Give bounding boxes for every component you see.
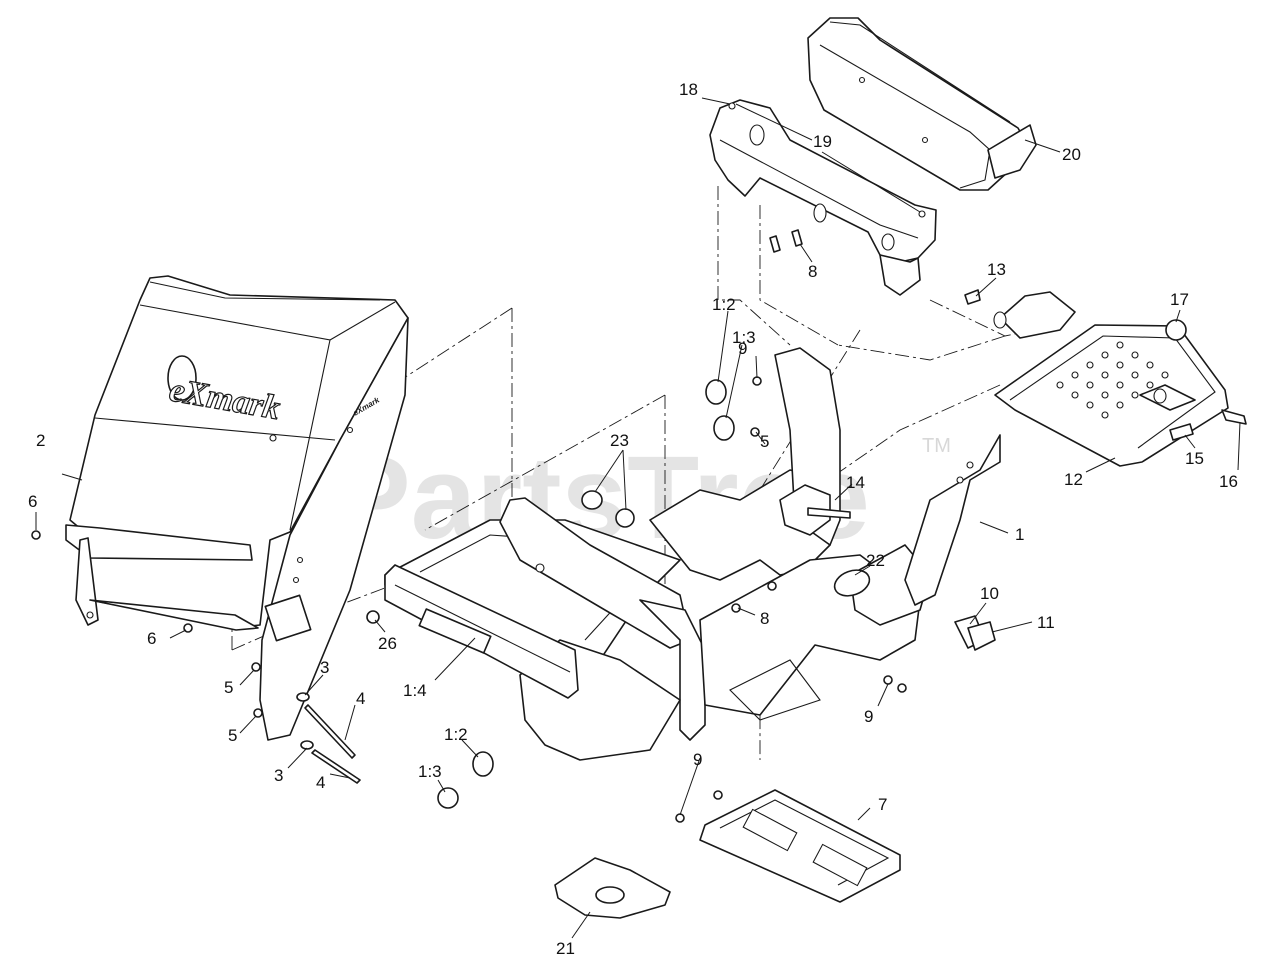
bumper-part-10-11[interactable] [954,615,996,651]
bushing-part-1-3-bottom[interactable] [437,787,459,809]
nuts-part-5[interactable] [251,427,760,718]
cap-part-26[interactable] [366,610,380,624]
callout-9-a: 9 [738,339,747,358]
callout-1-4: 1:4 [403,681,427,700]
callout-18: 18 [679,80,698,99]
shield-part-21[interactable] [554,857,671,919]
spring-part-15[interactable] [1169,423,1194,441]
callout-8-b: 8 [760,609,769,628]
control-module[interactable] [264,594,312,642]
callout-21: 21 [556,939,575,958]
callout-10: 10 [980,584,999,603]
callout-7: 7 [878,795,887,814]
control-side-panel[interactable]: eXmark [259,317,409,741]
foot-plate-holes [1056,341,1169,419]
bolts-part-4[interactable] [304,704,361,784]
seat-bracket-part-18[interactable] [709,99,937,296]
callout-1-2-b: 1:2 [444,725,468,744]
callout-12: 12 [1064,470,1083,489]
callout-15: 15 [1185,449,1204,468]
pins-part-8-lower[interactable] [731,581,777,613]
bushing-part-1-3-top[interactable] [713,415,735,441]
callout-9-b: 9 [693,750,702,769]
knob-part-17[interactable] [1165,319,1187,341]
callout-8-a: 8 [808,262,817,281]
pins-part-8-top[interactable] [769,229,803,253]
callout-1-3-a: 1:3 [732,328,756,347]
callout-1-3-b: 1:3 [418,762,442,781]
callout-5-c: 5 [228,726,237,745]
bushing-part-1-2-bottom[interactable] [472,751,494,777]
leader-lines [35,97,1241,939]
callout-20: 20 [1062,145,1081,164]
seat-part-20[interactable] [807,17,1037,191]
callout-6-a: 6 [28,492,37,511]
callout-1-2-a: 1:2 [712,295,736,314]
callout-4-b: 4 [316,773,325,792]
callout-11: 11 [1037,613,1055,632]
callout-labels: 18 19 20 8 13 17 9 1:2 1:3 5 23 14 12 15… [28,80,1238,958]
pin-part-16[interactable] [1221,409,1247,425]
bushing-part-1-2-top[interactable] [705,379,727,405]
main-frame-part-1[interactable] [384,347,1001,761]
washers-part-3[interactable] [296,692,314,750]
callout-26: 26 [378,634,397,653]
callout-23: 23 [610,431,629,450]
warning-decal [418,608,492,654]
foot-plate-part-12[interactable] [993,291,1229,467]
floor-plate-part-7[interactable] [699,789,901,903]
pin-part-13[interactable] [964,289,981,305]
callout-6-b: 6 [147,629,156,648]
callout-13: 13 [987,260,1006,279]
pin-part-14[interactable] [807,507,851,519]
callout-3-a: 3 [320,658,329,677]
callout-22: 22 [866,551,885,570]
oval-grommet-part-22[interactable] [831,566,873,601]
crossbar-part-1-4[interactable] [384,564,579,699]
callout-2: 2 [36,431,45,450]
callout-17: 17 [1170,290,1189,309]
callout-19-a: 19 [813,132,832,151]
callout-9-c: 9 [864,707,873,726]
trademark-mark: TM [922,435,951,457]
callout-5-a: 5 [760,432,769,451]
callout-3-b: 3 [274,766,283,785]
callout-5-b: 5 [224,678,233,697]
callout-1: 1 [1015,525,1024,544]
callout-14: 14 [846,473,865,492]
callout-4-a: 4 [356,689,365,708]
grommet-part-23[interactable] [581,490,635,528]
front-shroud-part-2[interactable]: eXmark [65,275,409,631]
callout-16: 16 [1219,472,1238,491]
